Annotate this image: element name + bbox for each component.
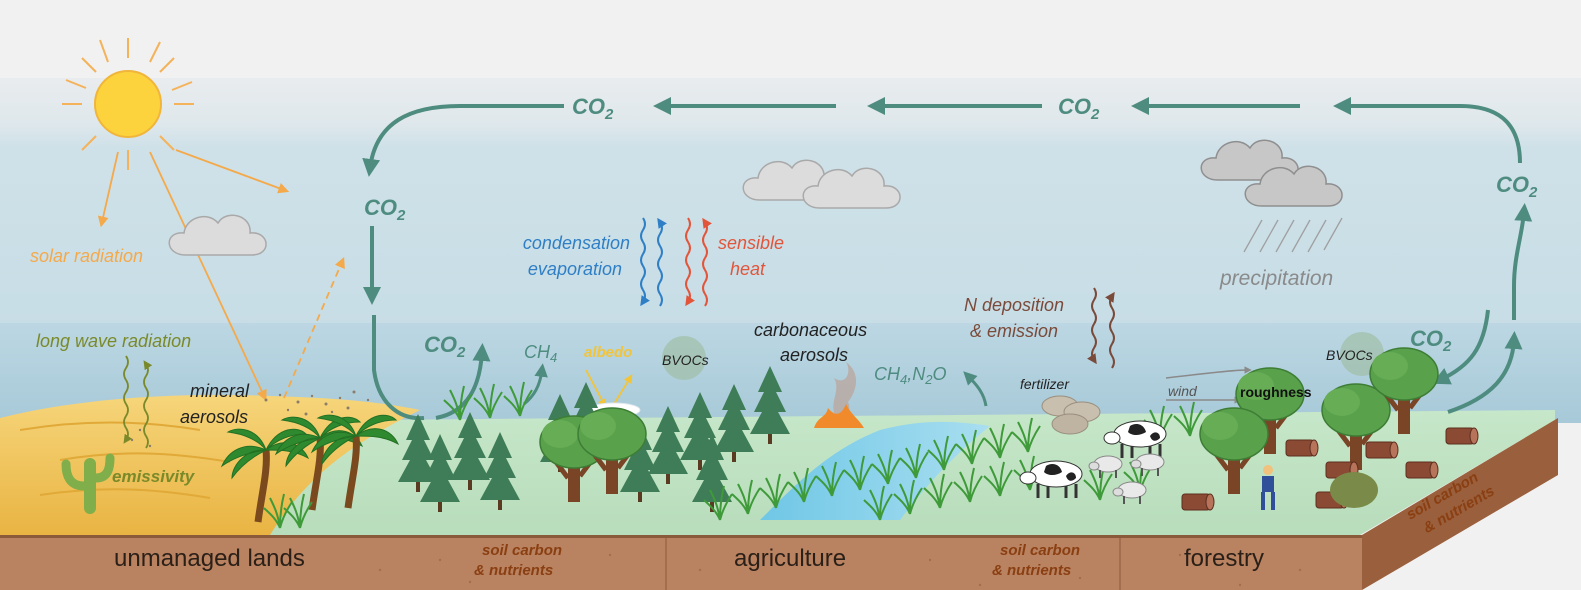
long-wave-radiation-label: long wave radiation: [36, 331, 191, 351]
svg-text:CO2: CO2: [1496, 172, 1538, 201]
mineral-aerosols-label: aerosols: [180, 407, 248, 427]
mineral-label: mineral: [190, 381, 250, 401]
mineral-aerosols-particles: [130, 390, 370, 448]
co2-label: CO2: [364, 195, 406, 224]
roughness-label: roughness: [1240, 384, 1312, 400]
svg-text:CH4,N2O: CH4,N2O: [874, 364, 946, 387]
ch4-n2o-label: CH4,N2O: [874, 364, 946, 387]
svg-text:CO2: CO2: [364, 195, 406, 224]
emission-arrows: [523, 363, 988, 407]
condensation-label: condensation: [523, 233, 630, 253]
smoke-icon: [833, 362, 857, 420]
svg-text:CO2: CO2: [424, 332, 466, 361]
albedo-arrows: [585, 369, 633, 408]
soil-carbon-label: soil carbon: [1000, 542, 1080, 559]
water-body: [760, 421, 990, 520]
sun-icon: [62, 38, 194, 170]
heat-label: heat: [730, 259, 766, 279]
svg-text:CO2: CO2: [1058, 94, 1100, 123]
co2-label: CO2: [1058, 94, 1100, 123]
long-wave-radiation-arrows: [123, 355, 153, 449]
soil-side-face: [1362, 418, 1558, 590]
soil-front-face: [0, 535, 1362, 590]
svg-text:CH4: CH4: [524, 342, 557, 365]
co2-label: CO2: [1496, 172, 1538, 201]
dune-ripples: [19, 421, 231, 499]
fertilizer-label: fertilizer: [1020, 376, 1070, 392]
svg-text:CO2: CO2: [1410, 326, 1452, 355]
and-emission-label: & emission: [970, 321, 1058, 341]
bvocs-label: BVOCs: [1326, 347, 1373, 363]
soil-nutrients-label: & nutrients: [992, 562, 1071, 579]
albedo-label: albedo: [584, 344, 632, 361]
bvoc-puff: [662, 336, 706, 380]
solar-radiation-arrows: [97, 149, 345, 401]
emissivity-label: emissivity: [112, 467, 196, 486]
forester-figure-icon: [1261, 465, 1275, 510]
bvocs-label: BVOCs: [662, 352, 709, 368]
precipitation-label: precipitation: [1219, 267, 1333, 290]
sensible-label: sensible: [718, 233, 784, 253]
n-deposition-label: N deposition: [964, 295, 1064, 315]
solar-radiation-label: solar radiation: [30, 246, 143, 266]
ground-surface: [0, 410, 1555, 535]
ch4-label: CH4: [524, 342, 557, 365]
soil-nutrients-label: & nutrients: [474, 562, 553, 579]
evaporation-label: evaporation: [528, 259, 622, 279]
fire-icon: [814, 404, 864, 428]
wind-label: wind: [1168, 383, 1198, 399]
soil-front-edge: [0, 535, 1362, 538]
carbonaceous-label: carbonaceous: [754, 320, 867, 340]
cactus-icon: [61, 453, 115, 514]
region-unmanaged-lands: unmanaged lands: [114, 545, 305, 572]
region-agriculture: agriculture: [734, 545, 846, 572]
fertilizer-bags-icon: [1041, 395, 1101, 435]
svg-text:CO2: CO2: [572, 94, 614, 123]
co2-label: CO2: [424, 332, 466, 361]
co2-label: CO2: [572, 94, 614, 123]
soil-carbon-label: soil carbon: [482, 542, 562, 559]
soil-speckles: [378, 553, 1302, 587]
wind-arrows: [1165, 366, 1252, 404]
co2-label: CO2: [1410, 326, 1452, 355]
latent-heat-arrows: [640, 217, 712, 307]
rain-icon: [1243, 217, 1343, 253]
n-deposition-arrows: [1087, 287, 1115, 369]
carbonaceous-aerosols-label: aerosols: [780, 345, 848, 365]
shrub: [1330, 472, 1378, 508]
region-forestry: forestry: [1184, 545, 1264, 572]
